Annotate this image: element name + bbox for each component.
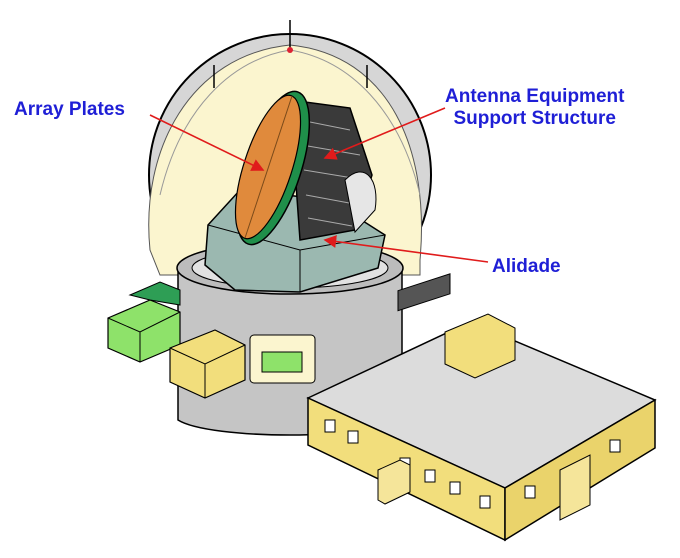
support-structure-label: Antenna Equipment Support Structure <box>445 86 624 130</box>
array-plates <box>234 90 311 246</box>
arrow-array-plates <box>149 114 265 171</box>
generator-units <box>107 281 181 363</box>
support-structure-label-line1: Antenna Equipment <box>445 86 625 107</box>
arrow-support-structure <box>323 107 446 160</box>
operations-building <box>306 273 657 542</box>
array-plates-label: Array Plates <box>14 99 125 120</box>
small-shed <box>169 329 246 399</box>
arrow-alidade <box>323 235 489 263</box>
support-structure <box>289 99 377 241</box>
alidade-label: Alidade <box>492 256 561 277</box>
support-structure-label-line2: Support Structure <box>453 108 616 129</box>
